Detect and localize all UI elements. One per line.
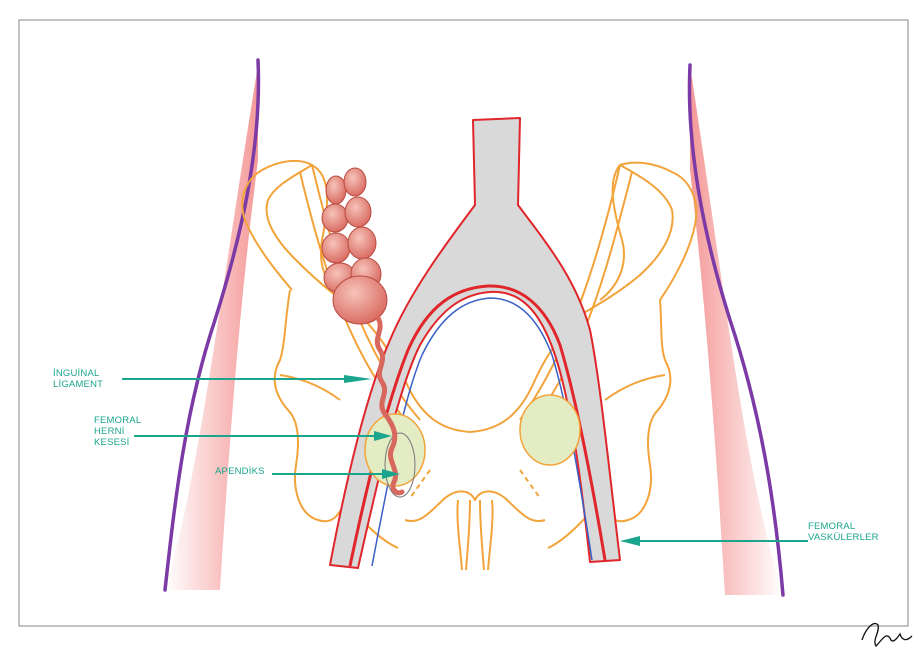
label-femoral-vessels-line1: FEMORAL [808,521,879,532]
label-femoral-hernia-sac: FEMORAL HERNİ KESESİ [94,415,141,448]
right-hernia-sac [520,395,580,465]
label-appendix: APENDİKS [215,466,265,477]
label-femoral-hernia-line2: HERNİ [94,426,141,437]
label-inguinal-line1: İNGUİNAL [53,368,103,379]
artist-signature [862,623,912,646]
label-femoral-vessels-line2: VASKÜLERLER [808,532,879,543]
label-femoral-vessels: FEMORAL VASKÜLERLER [808,521,879,543]
label-inguinal-ligament: İNGUİNAL LİGAMENT [53,368,103,390]
right-flank-shading [690,65,783,595]
frame-border [19,20,908,626]
label-femoral-hernia-line3: KESESİ [94,437,141,448]
label-femoral-hernia-line1: FEMORAL [94,415,141,426]
label-inguinal-line2: LİGAMENT [53,379,103,390]
colon [322,168,387,324]
